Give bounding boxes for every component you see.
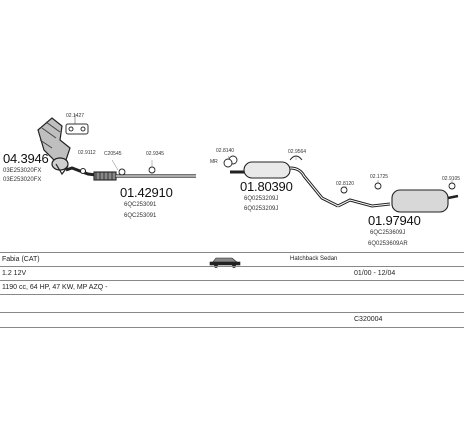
part-ref-front-pipe-2: 6QC253091 [124,213,157,219]
table-rule-2 [0,280,464,281]
catalytic-converter-icon [37,117,71,176]
code-hanger-2: 02.8120 [336,181,355,187]
part-ref-rear-silencer-2: 6Q0253609AR [368,241,408,247]
part-number-catalyst: 04.3946 [3,151,49,166]
production-years: 01/00 - 12/04 [354,270,396,277]
part-ref-front-pipe-1: 6QC253091 [124,202,157,208]
rear-silencer-icon [337,189,459,213]
part-ref-catalyst-2: 03E253020FX [3,177,42,183]
code-clamp-1: 02.9112 [78,150,96,156]
clamp-icons [118,155,456,194]
code-flex: C20545 [104,151,122,157]
code-hanger-4: 02.9105 [442,176,461,182]
code-hanger-1: 02.9564 [288,149,307,155]
part-ref-rear-silencer-1: 6QC253609J [370,230,406,236]
leader-lines [111,155,453,188]
table-bottom-rule [0,327,464,328]
part-number-front-pipe: 01.42910 [120,185,173,200]
code-gasket: 02.1427 [66,113,85,119]
front-pipe-icon [65,166,196,181]
table-rule-4 [0,312,464,313]
center-silencer-icon [230,161,339,208]
code-clamp-3: 02.8140 [216,148,235,154]
table-top-rule [0,252,464,253]
part-ref-center-silencer-2: 6Q0253209J [244,206,279,212]
engine-details: 1190 cc, 64 HP, 47 KW, MP AZQ - [2,284,108,291]
engine-spec: 1.2 12V [2,270,27,277]
vehicle-body: Hatchback Sedan [290,256,338,262]
code-clamp-2: 02.9345 [146,151,165,157]
manifold-gasket-icon [65,114,89,135]
table-rule-1 [0,266,464,267]
code-mr: MR [210,159,218,165]
code-hanger-3: 02.1725 [370,174,389,180]
part-number-center-silencer: 01.80390 [240,179,293,194]
part-ref-center-silencer-1: 6Q0253209J [244,196,279,202]
part-ref-catalyst-1: 03E253020FX [3,168,42,174]
catalog-code: C320004 [354,316,383,323]
part-number-rear-silencer: 01.97940 [368,213,421,228]
table-rule-3 [0,294,464,295]
vehicle-model: Fabia (CAT) [2,256,40,263]
